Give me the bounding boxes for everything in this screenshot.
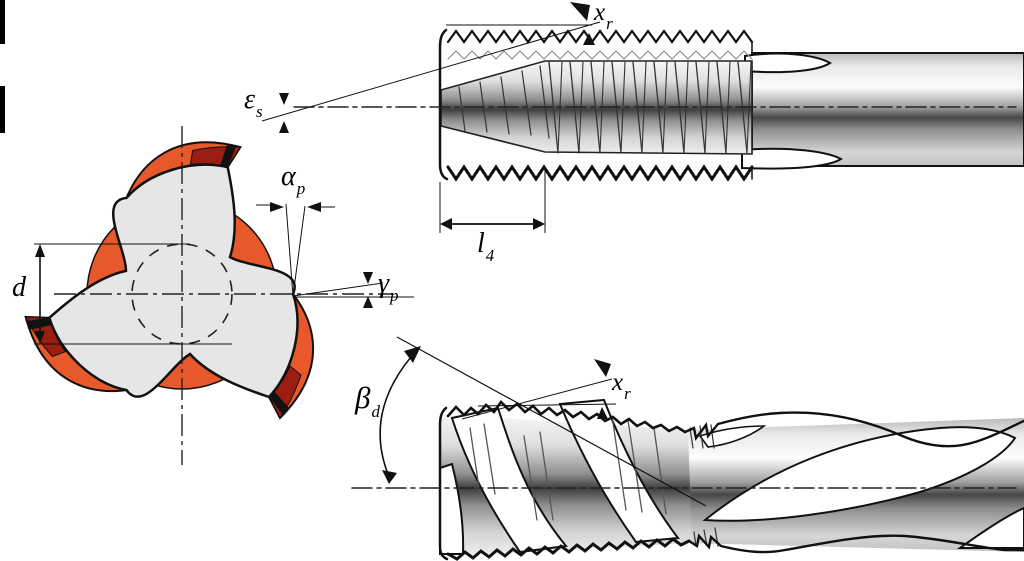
label-epsilon-s: εs xyxy=(244,84,263,121)
angle-beta-d xyxy=(379,336,707,507)
label-alpha-p: αp xyxy=(281,161,306,198)
far-side-crests xyxy=(447,50,753,60)
arrowhead-down xyxy=(363,272,373,284)
cross-section-view xyxy=(8,117,392,465)
thread-runout-rings xyxy=(689,424,719,547)
arrowhead-large xyxy=(594,359,611,377)
label-x-r-bottom: xr xyxy=(612,369,631,403)
arrowhead-down xyxy=(279,93,289,105)
arrow-tails xyxy=(256,204,335,208)
spiral-flute-band xyxy=(450,406,568,554)
core-diameter-dashed-circle xyxy=(131,243,233,345)
angle-arc xyxy=(379,349,418,480)
arrowhead-up xyxy=(583,33,595,45)
arrowhead-up xyxy=(363,296,373,308)
rake-face-line xyxy=(292,282,384,297)
straight-flute-tap-view xyxy=(293,28,1024,182)
spiral-thread-flanks xyxy=(469,415,667,521)
dimension-d xyxy=(34,243,232,345)
dimension-x-r-bottom xyxy=(461,359,617,420)
arrowhead-down xyxy=(35,331,45,344)
extension-lines xyxy=(439,170,546,233)
arrowhead-left xyxy=(307,202,321,212)
shank-outline-bottom xyxy=(687,533,1024,554)
shank-outline-top xyxy=(683,411,1024,448)
thread-crest-zigzag-bottom xyxy=(446,164,754,182)
label-l4: l4 xyxy=(477,228,495,265)
arrowhead-up xyxy=(35,244,45,257)
arrowhead-large xyxy=(570,2,590,21)
angle-alpha-p xyxy=(256,202,335,297)
arrowhead-right xyxy=(270,202,284,212)
arrowhead-upper xyxy=(404,346,421,363)
dimension-l4 xyxy=(439,170,546,233)
helix-tangent-line xyxy=(396,336,707,507)
arrowhead-left xyxy=(440,218,452,230)
crest-reference-line xyxy=(477,403,617,407)
label-d: d xyxy=(12,272,26,303)
label-gamma-p: γp xyxy=(378,268,399,305)
spiral-flute-tap-view xyxy=(351,398,1024,561)
tap-front-face xyxy=(438,406,449,561)
spiral-crest-top xyxy=(446,399,687,434)
arrowhead-right xyxy=(533,218,545,230)
extension-lines xyxy=(34,243,232,345)
spiral-crest-bottom xyxy=(446,537,691,561)
label-x-r-top: xr xyxy=(594,0,613,33)
flute-runout-top xyxy=(744,52,832,74)
flute-runout-bottom xyxy=(741,147,844,170)
taper-reference-line xyxy=(261,21,601,122)
tap-front-face xyxy=(438,28,449,181)
label-beta-d: βd xyxy=(355,380,380,421)
arrowhead-up xyxy=(597,407,608,419)
chamfer-reference-line xyxy=(461,378,613,420)
spiral-flute-band xyxy=(558,398,680,544)
edge-artifact xyxy=(0,86,5,133)
arrowhead-lower xyxy=(382,470,397,484)
edge-artifact xyxy=(0,0,5,44)
angle-lines xyxy=(285,203,306,297)
arrowhead-up xyxy=(279,121,289,133)
thread-crest-zigzag-top xyxy=(446,29,754,44)
angle-gamma-p xyxy=(292,272,414,308)
tap-body-pinwheel xyxy=(47,163,299,399)
dimension-x-r-top xyxy=(446,2,595,45)
shank-flute-ribbon xyxy=(698,425,767,448)
shank-flute-ribbon xyxy=(702,426,1017,522)
angle-epsilon-s xyxy=(261,21,601,133)
